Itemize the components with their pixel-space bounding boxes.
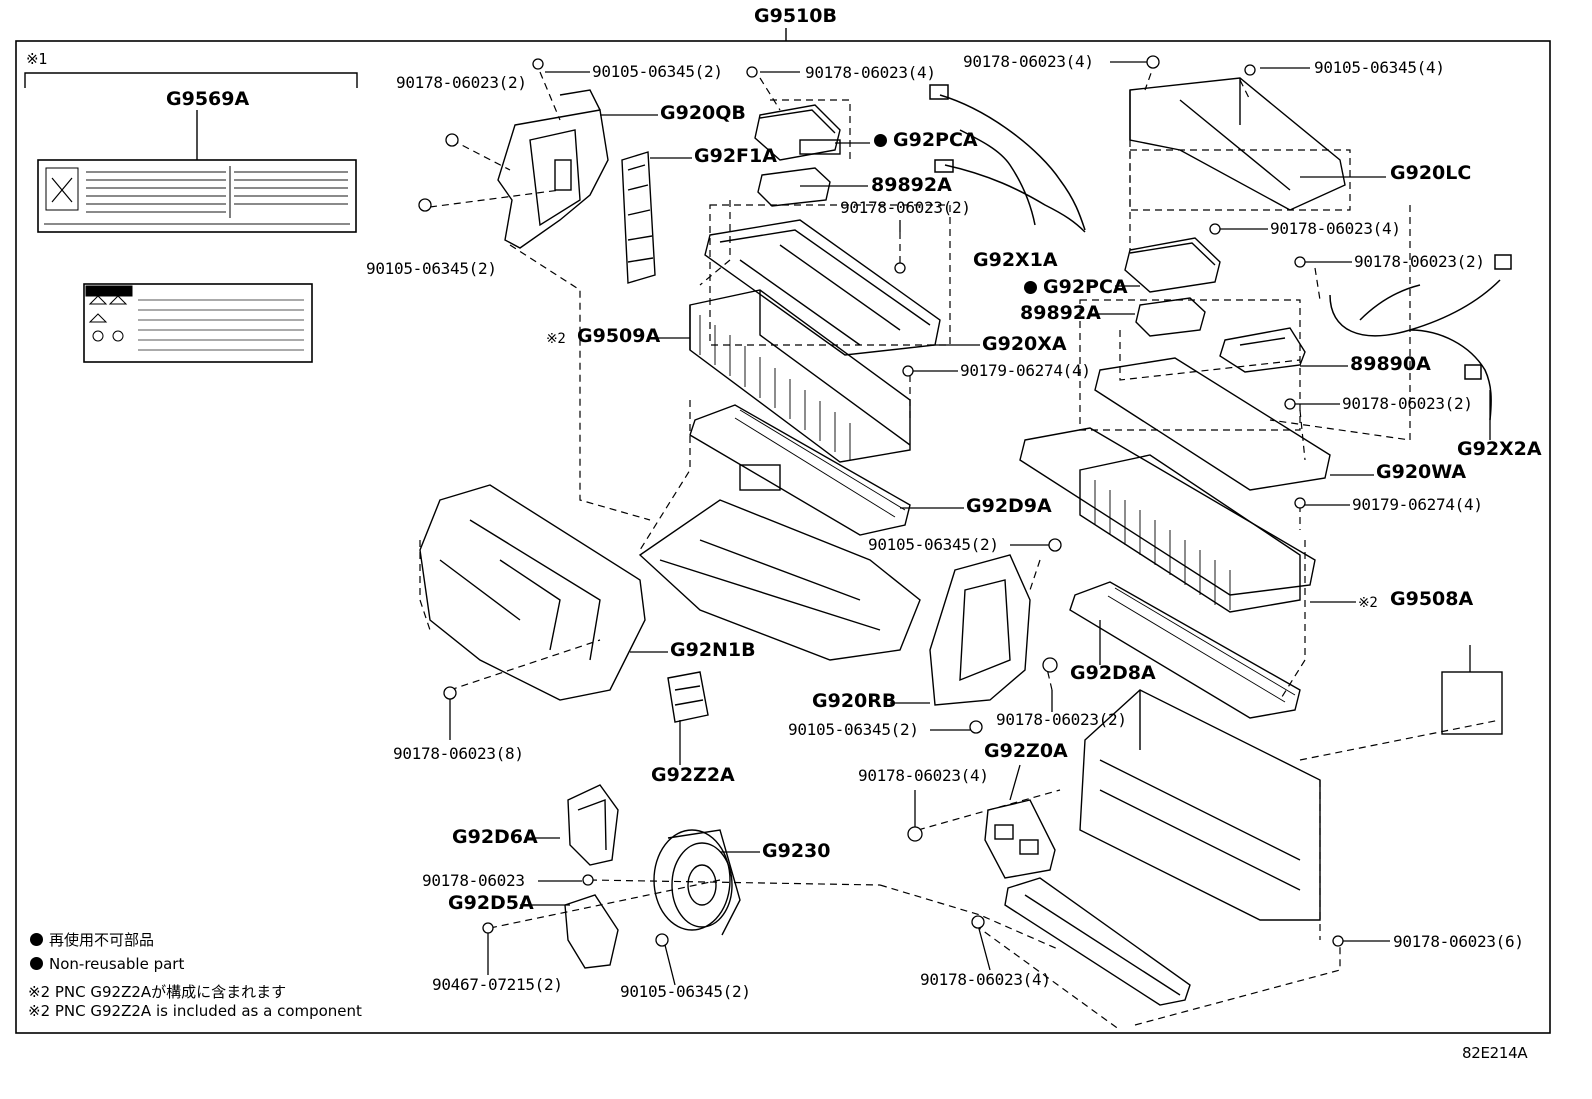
part-label[interactable]: 90105-06345(2) bbox=[788, 720, 919, 739]
part-label-89892a-right[interactable]: 89892A bbox=[1020, 302, 1101, 324]
part-label[interactable]: 90178-06023(2) bbox=[396, 73, 527, 92]
legend-non-reusable-en: Non-reusable part bbox=[30, 955, 184, 973]
part-label-89892a-top[interactable]: 89892A bbox=[871, 174, 952, 196]
rear-panel bbox=[1079, 689, 1321, 921]
part-label-89890a[interactable]: 89890A bbox=[1350, 353, 1431, 375]
module-89890a bbox=[1219, 327, 1306, 373]
ecu-g92pca-top bbox=[754, 104, 841, 161]
connector-g92z2a bbox=[667, 671, 709, 723]
part-label-g92pca-right[interactable]: G92PCA bbox=[1024, 278, 1128, 297]
note-marker-2: ※2 bbox=[1358, 595, 1378, 611]
battery-stack-g9509a bbox=[689, 289, 911, 463]
floor-tray bbox=[638, 499, 921, 661]
legend-note2-jp: ※2 PNC G92Z2Aが構成に含まれます bbox=[28, 983, 287, 1001]
part-label[interactable]: 90179-06274(4) bbox=[1352, 495, 1483, 514]
part-label-g92x1a[interactable]: G92X1A bbox=[973, 249, 1058, 271]
part-label[interactable]: 90105-06345(2) bbox=[592, 62, 723, 81]
part-label[interactable]: 90178-06023(2) bbox=[1354, 252, 1485, 271]
part-label-g92z2a[interactable]: G92Z2A bbox=[651, 764, 735, 786]
module-g92z0a bbox=[984, 799, 1056, 879]
part-label-g92d6a[interactable]: G92D6A bbox=[452, 826, 538, 848]
part-label-g92x2a[interactable]: G92X2A bbox=[1457, 438, 1542, 460]
part-label[interactable]: 90178-06023(4) bbox=[858, 766, 989, 785]
part-label[interactable]: 90178-06023(4) bbox=[963, 52, 1094, 71]
duct-g92f1a bbox=[621, 151, 656, 284]
part-label[interactable]: 90178-06023(8) bbox=[393, 744, 524, 763]
bottom-bracket bbox=[1004, 877, 1191, 1006]
part-label-g92pca-top[interactable]: G92PCA bbox=[874, 131, 978, 150]
part-label-g9569a[interactable]: G9569A bbox=[166, 88, 250, 110]
part-label[interactable]: 90178-06023(2) bbox=[996, 710, 1127, 729]
part-label[interactable]: 90178-06023(4) bbox=[805, 63, 936, 82]
tray-g920wa bbox=[1019, 357, 1331, 596]
tray-g920xa bbox=[704, 219, 941, 356]
part-label-g92f1a[interactable]: G92F1A bbox=[694, 145, 777, 167]
part-label-g920rb[interactable]: G920RB bbox=[812, 690, 897, 712]
part-label-g92z0a[interactable]: G92Z0A bbox=[984, 740, 1068, 762]
part-label-g920xa[interactable]: G920XA bbox=[982, 333, 1067, 355]
duct-g92d8a bbox=[1069, 581, 1301, 719]
diagram-title: G9510B bbox=[754, 5, 837, 27]
part-label[interactable]: 90467-07215(2) bbox=[432, 975, 563, 994]
non-reusable-marker bbox=[30, 933, 43, 946]
module-89892a-top bbox=[757, 167, 831, 207]
part-label[interactable]: 90105-06345(2) bbox=[620, 982, 751, 1001]
label-sticker-secondary bbox=[83, 283, 313, 363]
part-label-g920wa[interactable]: G920WA bbox=[1376, 461, 1467, 483]
part-label[interactable]: 90178-06023(4) bbox=[1270, 219, 1401, 238]
part-label-g920qb[interactable]: G920QB bbox=[660, 102, 746, 124]
part-label[interactable]: 90105-06345(4) bbox=[1314, 58, 1445, 77]
label-sticker-primary bbox=[37, 159, 357, 233]
bracket-g920qb bbox=[497, 89, 609, 249]
blower-fan-g9230 bbox=[653, 829, 741, 936]
non-reusable-marker bbox=[874, 134, 887, 147]
cover-g92d6a bbox=[567, 784, 619, 866]
part-label[interactable]: 90178-06023 bbox=[422, 871, 525, 890]
module-89892a-right bbox=[1135, 297, 1206, 337]
part-label[interactable]: 90178-06023(4) bbox=[920, 970, 1051, 989]
part-label-g9230[interactable]: G9230 bbox=[762, 840, 831, 862]
diagram-frame bbox=[15, 40, 1551, 1034]
frame-g92n1b bbox=[419, 484, 646, 701]
bracket-g920rb bbox=[929, 554, 1031, 706]
cover-g920lc bbox=[1129, 77, 1346, 211]
duct-g92d9a bbox=[689, 404, 911, 536]
part-label-g920lc[interactable]: G920LC bbox=[1390, 162, 1472, 184]
harness-g92x1a bbox=[929, 84, 1086, 233]
part-label[interactable]: 90178-06023(6) bbox=[1393, 932, 1524, 951]
part-label-g92d8a[interactable]: G92D8A bbox=[1070, 662, 1156, 684]
harness-g92x2a bbox=[1329, 254, 1512, 421]
part-label[interactable]: 90179-06274(4) bbox=[960, 361, 1091, 380]
part-label-g9509a[interactable]: G9509A bbox=[577, 325, 661, 347]
part-label-g92d5a[interactable]: G92D5A bbox=[448, 892, 534, 914]
part-label[interactable]: 90178-06023(2) bbox=[840, 198, 971, 217]
part-label[interactable]: 90178-06023(2) bbox=[1342, 394, 1473, 413]
non-reusable-marker bbox=[30, 957, 43, 970]
cover-g92d5a bbox=[564, 894, 619, 969]
legend-non-reusable-jp: 再使用不可部品 bbox=[30, 929, 154, 950]
part-label-g9508a[interactable]: G9508A bbox=[1390, 588, 1474, 610]
part-label-g92n1b[interactable]: G92N1B bbox=[670, 639, 756, 661]
ecu-g92pca-right bbox=[1124, 237, 1221, 293]
non-reusable-marker bbox=[1024, 281, 1037, 294]
part-label-g92d9a[interactable]: G92D9A bbox=[966, 495, 1052, 517]
note-marker-2: ※2 bbox=[546, 331, 566, 347]
label-placement bbox=[1441, 671, 1503, 735]
diagram-code: 82E214A bbox=[1462, 1044, 1528, 1062]
note-marker: ※1 bbox=[26, 50, 47, 68]
legend-note2-en: ※2 PNC G92Z2A is included as a component bbox=[28, 1002, 362, 1020]
battery-stack-g9508a bbox=[1079, 454, 1301, 613]
part-label[interactable]: 90105-06345(2) bbox=[868, 535, 999, 554]
part-label[interactable]: 90105-06345(2) bbox=[366, 259, 497, 278]
